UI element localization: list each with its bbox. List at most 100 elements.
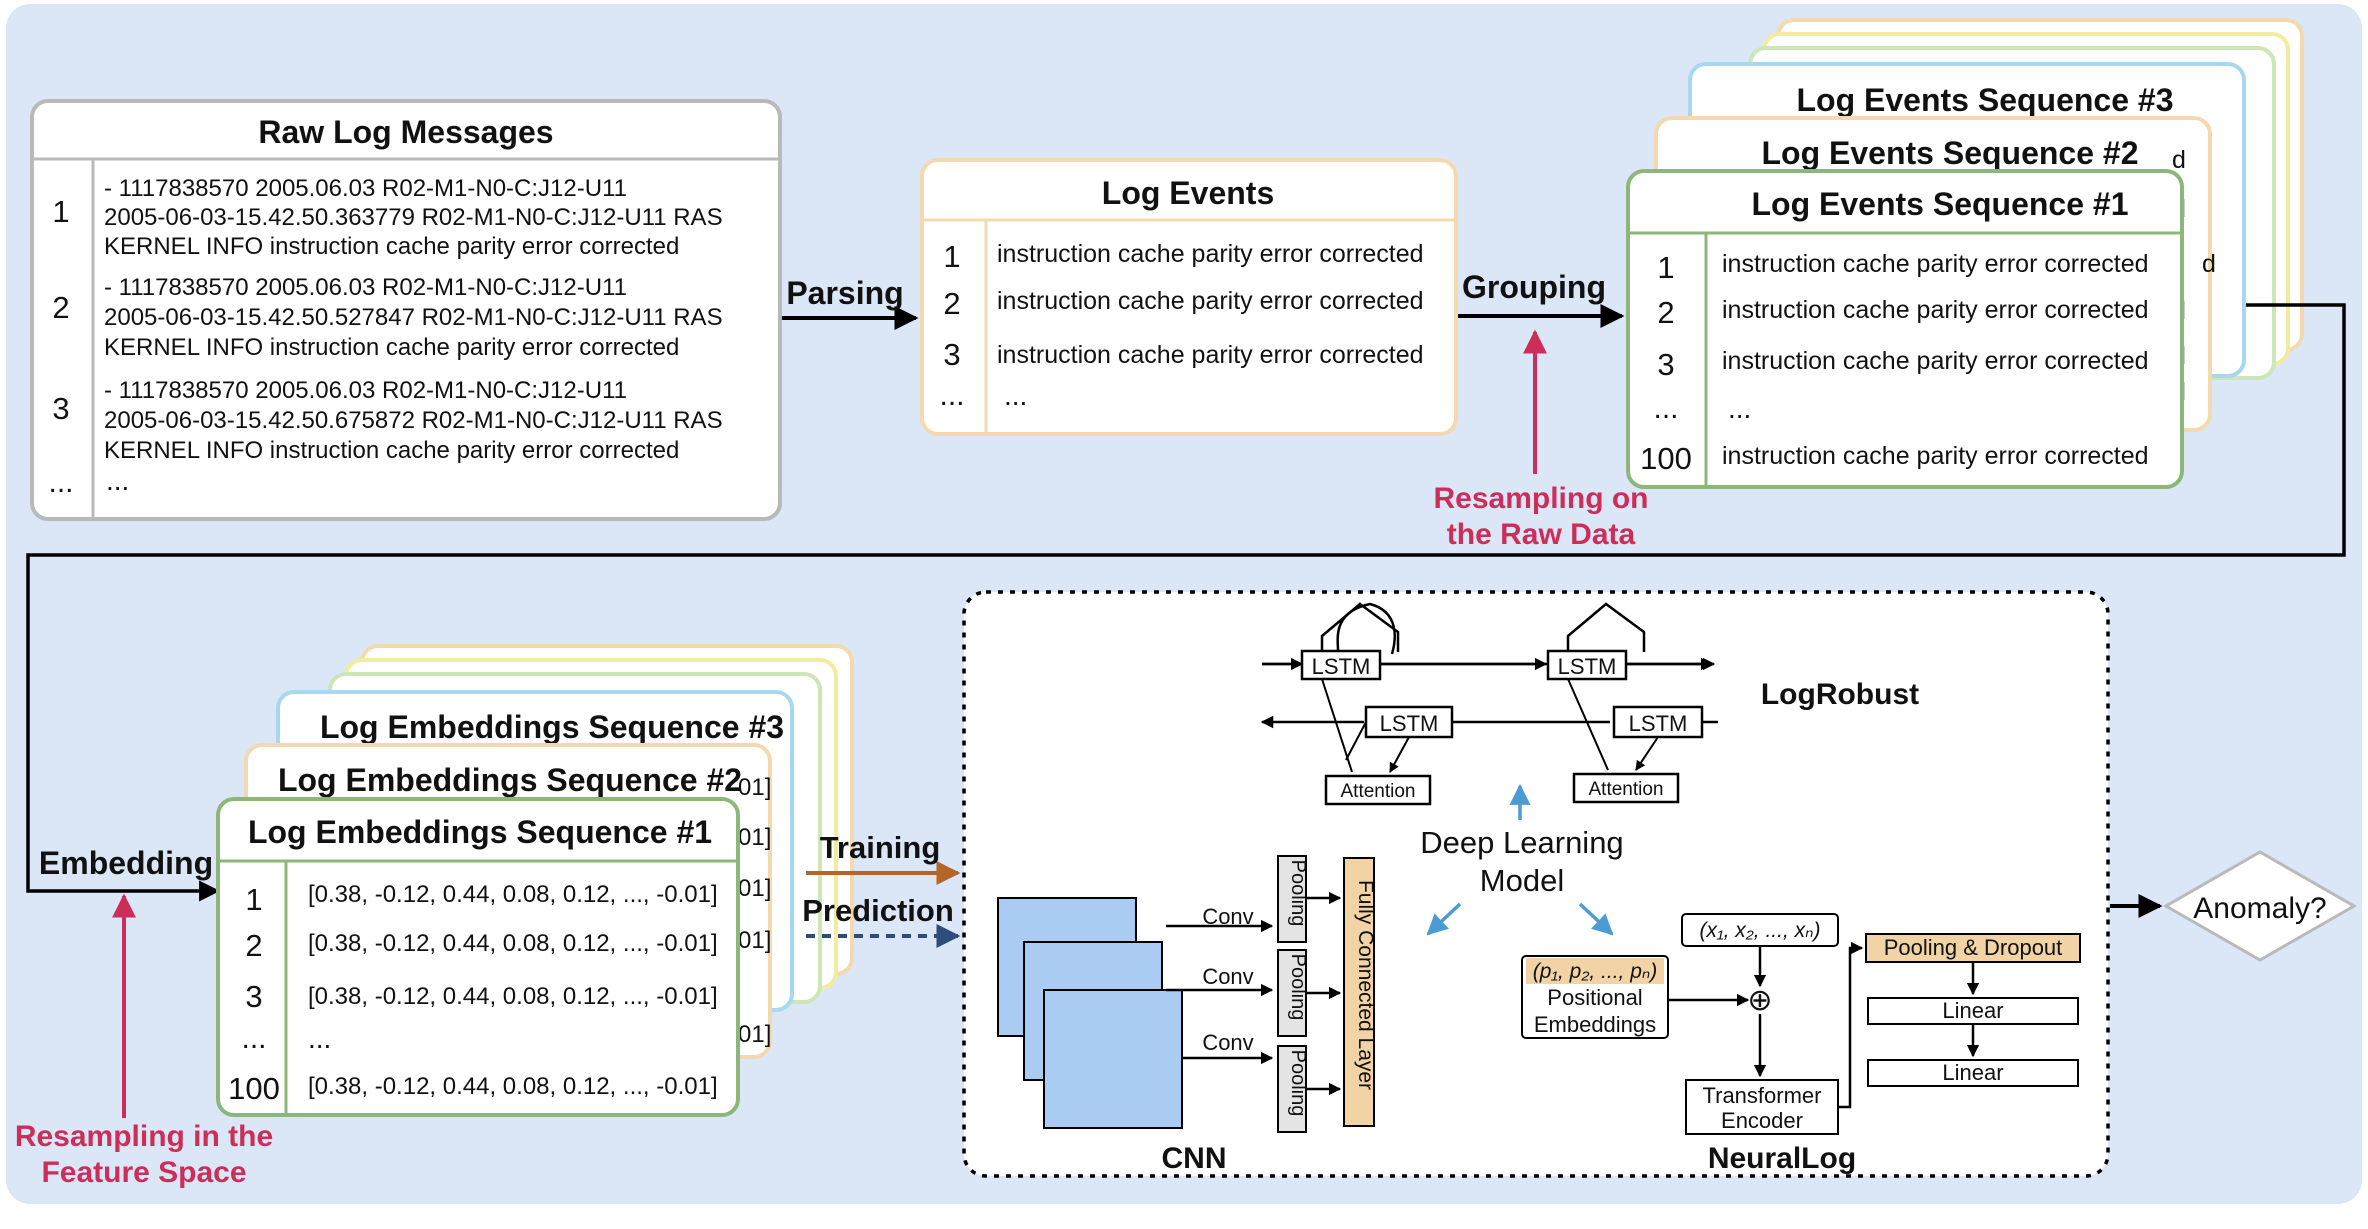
cnn-block: Conv Conv Conv Pooling Pooling Pooling F… [997, 855, 1377, 1175]
log-events-text: instruction cache parity error corrected [997, 287, 1424, 315]
peek-text: 01] [738, 927, 771, 954]
conv-label: Conv [1202, 904, 1253, 929]
lstm-cell [1546, 649, 1628, 681]
lstm-cell [1300, 649, 1382, 681]
seq-index: 100 [1640, 441, 1692, 476]
anomaly-label: Anomaly? [2193, 892, 2326, 925]
pooling-box [1277, 1045, 1307, 1133]
raw-log-line: 2005-06-03-15.42.50.363779 R02-M1-N0-C:J… [104, 204, 723, 231]
linear-label: Linear [1942, 998, 2003, 1023]
embedding-sequence-card-1 [216, 797, 740, 1117]
seq-text: instruction cache parity error corrected [1722, 250, 2149, 278]
grouping-label: Grouping [1462, 269, 1606, 305]
event-sequences-stack: Log Events Sequence #3 Log Events Sequen… [1626, 18, 2304, 489]
emb-text: [0.38, -0.12, 0.44, 0.08, 0.12, ..., -0.… [308, 983, 718, 1010]
raw-log-index: 1 [52, 194, 69, 229]
log-events-box: Log Events 1 instruction cache parity er… [920, 158, 1458, 436]
seq-text: ... [1728, 393, 1751, 424]
model-to-cnn-arrow [1426, 902, 1462, 936]
resample-raw-label: Resampling on [1433, 482, 1648, 515]
raw-log-line: ... [106, 465, 129, 496]
anomaly-diamond [2162, 850, 2358, 962]
raw-log-line: - 1117838570 2005.06.03 R02-M1-N0-C:J12-… [104, 377, 627, 404]
embedding-sequences-stack: Log Embeddings Sequence #3 Log Embedding… [216, 644, 854, 1117]
positions-box [1526, 958, 1664, 984]
linear-label: Linear [1942, 1060, 2003, 1085]
emb-text: [0.38, -0.12, 0.44, 0.08, 0.12, ..., -0.… [308, 881, 718, 908]
add-operator: ⊕ [1747, 984, 1772, 1017]
pooling-label: Pooling [1287, 860, 1309, 927]
seq-index: ... [1653, 392, 1678, 425]
log-events-text: instruction cache parity error corrected [997, 240, 1424, 268]
pooling-box [1277, 949, 1307, 1037]
positional-label: Positional [1547, 985, 1642, 1010]
prediction-label: Prediction [802, 893, 954, 928]
emb-text: [0.38, -0.12, 0.44, 0.08, 0.12, ..., -0.… [308, 930, 718, 957]
peek-text: d [2172, 146, 2186, 174]
log-events-index: 1 [943, 239, 960, 274]
log-events-index: 3 [943, 337, 960, 372]
lstm-label: LSTM [1380, 711, 1439, 736]
seq-index: 2 [1657, 295, 1674, 330]
raw-log-index: 2 [52, 290, 69, 325]
raw-log-line: KERNEL INFO instruction cache parity err… [104, 437, 679, 464]
pooling-dropout-box [1865, 933, 2081, 963]
lstm-label: LSTM [1558, 654, 1617, 679]
model-box [962, 590, 2110, 1178]
embedding-sequence-title-3: Log Embeddings Sequence #3 [320, 709, 784, 745]
raw-log-line: 2005-06-03-15.42.50.675872 R02-M1-N0-C:J… [104, 407, 723, 434]
positions-label: (p₁, p₂, ..., pₙ) [1533, 960, 1658, 983]
fully-connected-label: Fully Connected Layer [1354, 880, 1377, 1090]
neurallog-title: NeuralLog [1708, 1142, 1856, 1175]
emb-text: [0.38, -0.12, 0.44, 0.08, 0.12, ..., -0.… [308, 1073, 718, 1100]
training-label: Training [820, 830, 941, 865]
conv-label: Conv [1202, 1030, 1253, 1055]
emb-index: 3 [245, 979, 262, 1014]
model-center-label: Deep Learning [1420, 825, 1623, 860]
seq-text: instruction cache parity error corrected [1722, 296, 2149, 324]
linear-box [1867, 1059, 2079, 1087]
emb-index: 100 [228, 1071, 280, 1106]
embedding-sequence-title-2: Log Embeddings Sequence #2 [278, 762, 742, 798]
transformer-label: Transformer [1703, 1083, 1822, 1108]
attention-box [1572, 772, 1680, 804]
model-to-neurallog-arrow [1578, 902, 1614, 936]
seq-index: 1 [1657, 250, 1674, 285]
log-events-index: 2 [943, 286, 960, 321]
emb-index: ... [241, 1022, 266, 1055]
raw-log-index: 3 [52, 391, 69, 426]
raw-log-line: - 1117838570 2005.06.03 R02-M1-N0-C:J12-… [104, 274, 627, 301]
logrobust-block: LSTM LSTM LSTM LSTM Attention Attention … [1260, 602, 1919, 806]
resample-raw-label: the Raw Data [1447, 518, 1636, 551]
raw-log-line: - 1117838570 2005.06.03 R02-M1-N0-C:J12-… [104, 175, 627, 202]
cnn-feature-map [1043, 989, 1183, 1129]
lstm-label: LSTM [1312, 654, 1371, 679]
peek-text: d [2202, 250, 2216, 278]
emb-index: 2 [245, 928, 262, 963]
pooling-label: Pooling [1287, 1050, 1309, 1117]
raw-log-line: 2005-06-03-15.42.50.527847 R02-M1-N0-C:J… [104, 304, 723, 331]
resample-feature-label: Feature Space [41, 1156, 246, 1189]
pooling-dropout-label: Pooling & Dropout [1884, 935, 2063, 960]
fully-connected-box [1343, 857, 1375, 1127]
raw-log-index: ... [48, 466, 73, 499]
sequence-to-embedding-connector [26, 303, 2346, 902]
peek-text: 01] [738, 1021, 771, 1048]
peek-text: 01] [738, 774, 771, 801]
transformer-box [1685, 1079, 1839, 1135]
logrobust-title: LogRobust [1761, 678, 1919, 711]
neurallog-inputs-label: (x₁, x₂, ..., xₙ) [1699, 919, 1820, 942]
log-events-text: instruction cache parity error corrected [997, 341, 1424, 369]
peek-text: 01] [738, 824, 771, 851]
resample-feature-label: Resampling in the [15, 1120, 273, 1153]
event-sequence-card-1 [1626, 169, 2184, 489]
emb-text: ... [308, 1023, 331, 1054]
raw-log-line: KERNEL INFO instruction cache parity err… [104, 334, 679, 361]
attention-label: Attention [1341, 781, 1416, 802]
model-center-label: Model [1480, 863, 1564, 898]
event-sequence-title-2: Log Events Sequence #2 [1761, 135, 2138, 171]
cnn-title: CNN [1162, 1142, 1227, 1175]
log-events-title: Log Events [1102, 175, 1274, 211]
event-sequence-title-1: Log Events Sequence #1 [1751, 186, 2128, 222]
